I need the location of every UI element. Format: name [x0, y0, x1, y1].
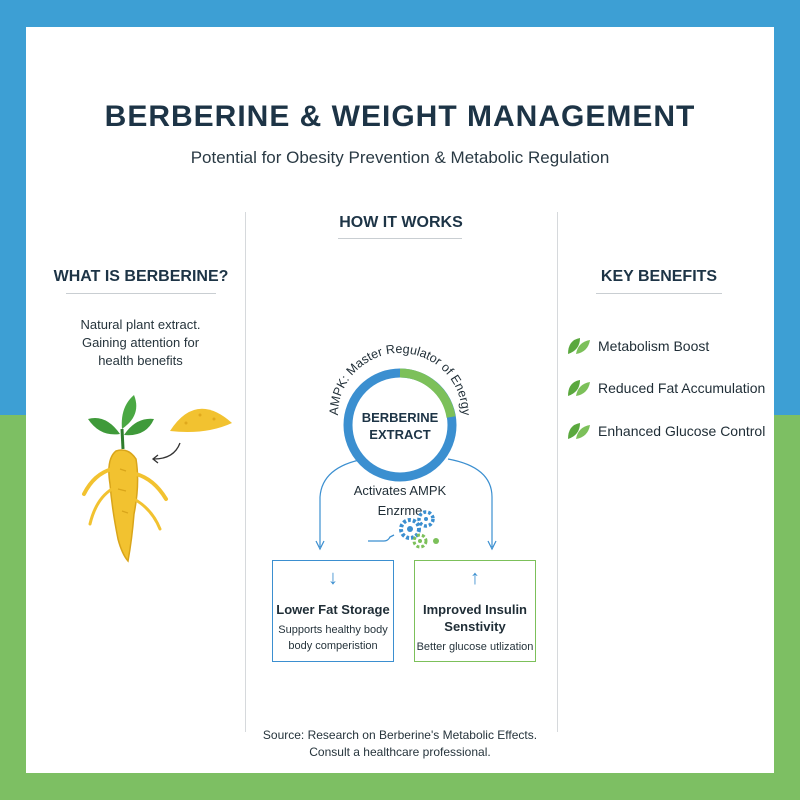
page-title: BERBERINE & WEIGHT MANAGEMENT [104, 100, 696, 133]
core-line-2: EXTRACT [369, 427, 431, 442]
column-divider-left [245, 212, 246, 732]
insulin-sensitivity-text: Better glucose utlization [416, 641, 534, 653]
activates-line-2: Enzrme [377, 503, 423, 518]
source-line-2: Consult a healthcare professional. [309, 745, 491, 759]
benefit-label: Enhanced Glucose Control [598, 423, 766, 439]
insulin-sensitivity-title: Improved Insulin Senstivity [415, 601, 535, 635]
source-note: Source: Research on Berberine's Metaboli… [26, 727, 774, 761]
source-line-1: Source: Research on Berberine's Metaboli… [262, 728, 538, 742]
ampk-ring-diagram: AMPK: Master Regulator of Energy [327, 342, 473, 482]
description-line-3: health benefits [98, 353, 183, 368]
description-line-2: Gaining attention for [81, 335, 200, 350]
what-is-underline [66, 293, 216, 294]
core-label: BERBERINE EXTRACT [320, 409, 480, 443]
what-is-heading: WHAT IS BERBERINE? [53, 268, 229, 285]
arrow-down-icon: ↓ [328, 567, 338, 589]
activates-line-1: Activates AMPK [353, 483, 447, 498]
lower-fat-storage-box: ↓ Lower Fat Storage Supports healthy bod… [272, 560, 394, 662]
leaf-icon [568, 338, 590, 354]
key-benefits-heading: KEY BENEFITS [600, 268, 718, 285]
benefit-label: Reduced Fat Accumulation [598, 380, 766, 396]
benefit-item: Enhanced Glucose Control [566, 421, 765, 441]
lower-fat-text-line-1: Supports healthy body [278, 624, 388, 636]
berberine-description: Natural plant extract. Gaining attention… [58, 316, 223, 370]
key-benefits-underline [596, 293, 722, 294]
flow-arrows [315, 458, 497, 551]
description-line-1: Natural plant extract. [80, 317, 201, 332]
insulin-title-line-2: Senstivity [444, 619, 506, 634]
how-it-works-heading: HOW IT WORKS [339, 214, 463, 231]
core-line-1: BERBERINE [361, 410, 439, 425]
benefit-label: Metabolism Boost [598, 338, 710, 354]
leaf-icon [568, 380, 590, 396]
leaf-icon [568, 423, 590, 439]
arrow-up-icon: ↑ [470, 567, 480, 589]
curved-arrow-icon [151, 442, 181, 464]
activates-label: Activates AMPK Enzrme [315, 481, 485, 521]
page-subtitle: Potential for Obesity Prevention & Metab… [190, 148, 610, 167]
lower-fat-text-line-2: body comperistion [288, 640, 378, 652]
lower-fat-storage-text: Supports healthy body body comperistion [273, 622, 393, 654]
benefit-item: Reduced Fat Accumulation [566, 378, 765, 398]
gear-icon [368, 510, 439, 549]
column-divider-right [557, 212, 558, 732]
infographic-card: BERBERINE & WEIGHT MANAGEMENT Potential … [26, 27, 774, 773]
insulin-sensitivity-box: ↑ Improved Insulin Senstivity Better glu… [414, 560, 536, 662]
benefit-item: Metabolism Boost [566, 336, 709, 356]
how-it-works-underline [338, 238, 462, 239]
insulin-title-line-1: Improved Insulin [422, 602, 527, 617]
root-icon [82, 395, 168, 563]
lower-fat-storage-title: Lower Fat Storage [276, 602, 390, 617]
powder-icon [170, 408, 232, 432]
